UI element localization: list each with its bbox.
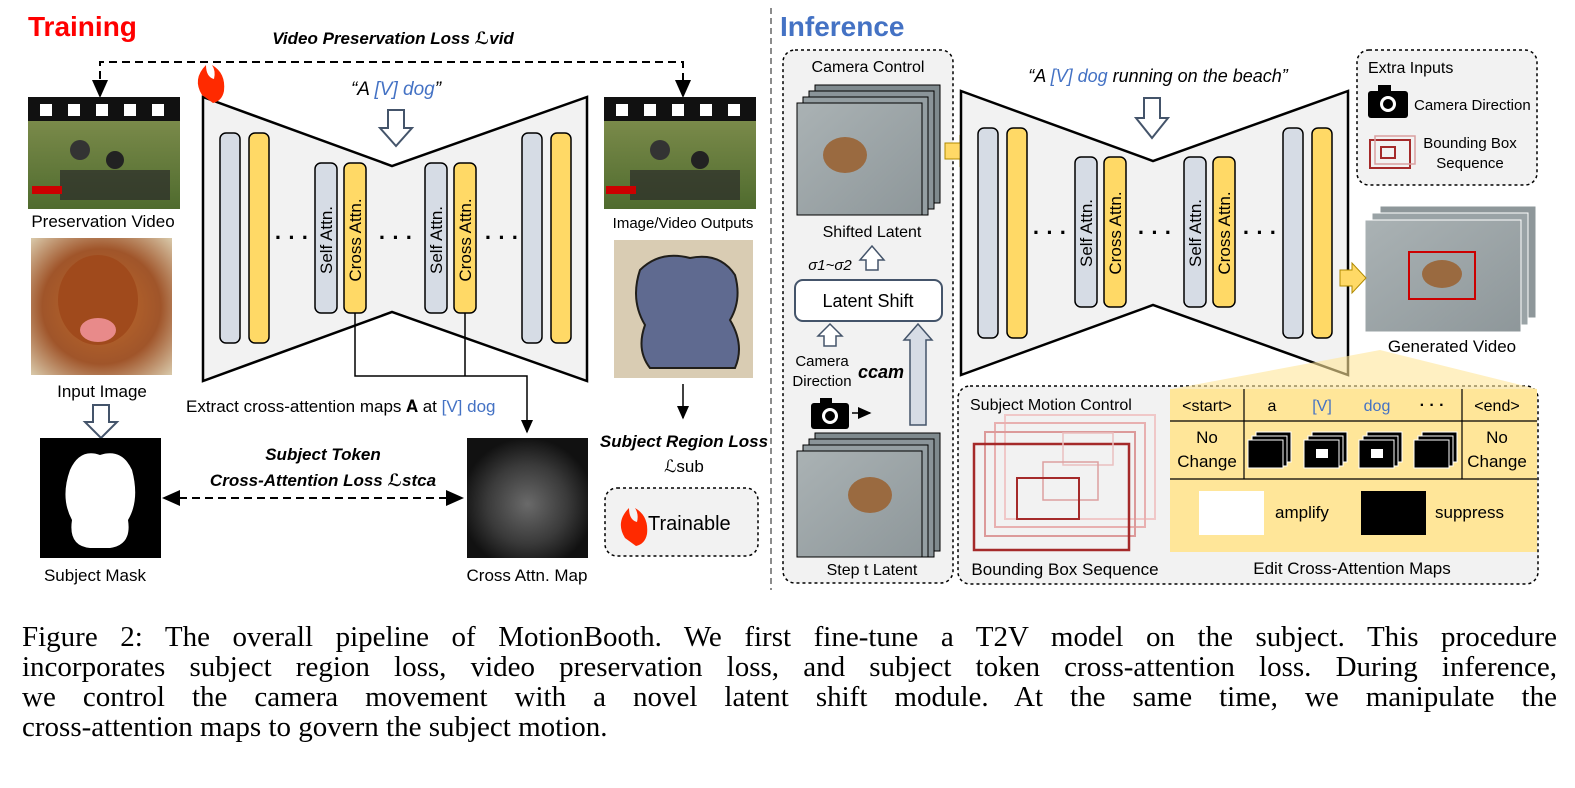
- output-arrow-icon: [1339, 261, 1367, 295]
- caption-line-3: we control the camera movement with a no…: [22, 681, 1557, 713]
- token-a: a: [1268, 398, 1277, 415]
- subject-mask-label: Subject Mask: [44, 566, 147, 585]
- svg-text:· · ·: · · ·: [1033, 220, 1067, 245]
- outputs-label: Image/Video Outputs: [613, 215, 754, 232]
- svg-text:· · ·: · · ·: [1138, 220, 1172, 245]
- caption-line-4: cross-attention maps to govern the subje…: [22, 711, 608, 743]
- inference-prompt-arrow-icon: [1133, 97, 1171, 140]
- input-image-label: Input Image: [57, 382, 147, 401]
- trainable-label: Trainable: [648, 513, 731, 535]
- down-arrow-icon: [82, 404, 120, 440]
- bounding-box-sequence-label: Bounding Box Sequence: [971, 560, 1158, 579]
- zoom-callout: [1172, 350, 1537, 389]
- flame-icon: [197, 65, 225, 103]
- extra-camera-icon: [1368, 85, 1408, 118]
- video-loss-connector: [99, 61, 684, 92]
- svg-text:Self Attn.: Self Attn.: [317, 206, 336, 274]
- edit-maps-label: Edit Cross-Attention Maps: [1253, 559, 1450, 578]
- figure-caption: Figure 2: The overall pipeline of Motion…: [22, 622, 1557, 742]
- sigma-label: σ1~σ2: [808, 257, 852, 274]
- generated-video-label: Generated Video: [1388, 337, 1516, 356]
- sub-loss-symbol: ℒsub: [664, 457, 704, 476]
- shifted-latent-stack: [796, 84, 941, 216]
- amplify-label: amplify: [1275, 503, 1329, 522]
- training-prompt: “A [V] dog”: [351, 79, 443, 100]
- input-image: [31, 238, 172, 375]
- token-end: <end>: [1474, 398, 1519, 415]
- svg-text:· · ·: · · ·: [1243, 220, 1277, 245]
- svg-text:· · ·: · · ·: [275, 225, 309, 250]
- camera-control-label: Camera Control: [812, 59, 925, 76]
- token-ellipsis: · · ·: [1420, 397, 1445, 414]
- svg-text:· · ·: · · ·: [485, 225, 519, 250]
- caption-line-2: incorporates subject region loss, video …: [22, 651, 1557, 683]
- token-v: [V]: [1312, 398, 1332, 415]
- pipeline-diagram: Training Video Preservation Loss ℒvid Pr…: [28, 8, 1539, 590]
- stca-label-1: Subject Token: [265, 445, 381, 464]
- svg-text:Cross Attn.: Cross Attn.: [456, 198, 475, 281]
- prompt-down-arrow-icon: [377, 109, 415, 148]
- image-video-outputs: [604, 97, 756, 209]
- camera-up-arrow-icon: [816, 322, 844, 347]
- preservation-video-label: Preservation Video: [31, 212, 174, 231]
- latent-up-arrow-icon: [902, 322, 934, 426]
- inference-unet: · · · Self Attn. Cross Attn. · · · Self …: [959, 89, 1350, 377]
- extra-inputs-label: Extra Inputs: [1368, 60, 1453, 77]
- extra-bbox-label-2: Sequence: [1436, 155, 1504, 172]
- bounding-box-sequence: [972, 414, 1156, 552]
- cross-attn-map-label: Cross Attn. Map: [467, 566, 588, 585]
- training-unet: · · · Self Attn. Cross Attn. · · · Self …: [197, 65, 589, 383]
- extra-inputs-panel: [1356, 49, 1538, 186]
- inference-prompt: “A [V] dog running on the beach”: [1028, 66, 1289, 86]
- token-start: <start>: [1182, 398, 1232, 415]
- stca-label-2: Cross-Attention Loss ℒstca: [210, 471, 436, 490]
- suppress-swatch: [1361, 491, 1426, 535]
- latent-shift-module: [794, 279, 943, 322]
- camera-icon: [811, 398, 849, 429]
- extract-label: Extract cross-attention maps 𝐀 at [V] do…: [186, 397, 496, 416]
- caption-line-1: Figure 2: The overall pipeline of Motion…: [22, 621, 1557, 653]
- video-preservation-loss-label: Video Preservation Loss ℒvid: [272, 29, 514, 48]
- subject-mask: [40, 438, 161, 558]
- svg-text:Cross Attn.: Cross Attn.: [1215, 191, 1234, 274]
- bounding-box-icon: [1369, 135, 1416, 169]
- output-dog-image: [614, 240, 753, 378]
- svg-text:Cross Attn.: Cross Attn.: [346, 198, 365, 281]
- up-arrow-icon: [858, 244, 886, 271]
- cross-attn-map: [467, 438, 588, 558]
- preservation-video: [28, 97, 180, 209]
- svg-text:Cross Attn.: Cross Attn.: [1106, 191, 1125, 274]
- extra-bbox-label-1: Bounding Box: [1423, 135, 1517, 152]
- subject-motion-label: Subject Motion Control: [970, 397, 1132, 414]
- latent-shift-label: Latent Shift: [822, 291, 913, 311]
- suppress-label: suppress: [1435, 503, 1504, 522]
- svg-text:Self Attn.: Self Attn.: [1077, 199, 1096, 267]
- attention-map-stacks: [1247, 431, 1458, 469]
- shifted-latent-label: Shifted Latent: [823, 224, 922, 241]
- trainable-flame-icon: [620, 508, 648, 546]
- svg-text:Self Attn.: Self Attn.: [1186, 199, 1205, 267]
- step-latent-stack: [796, 432, 941, 558]
- subject-region-loss-label: Subject Region Loss: [600, 432, 768, 451]
- c-cam-label: ccam: [858, 362, 904, 382]
- step-latent-label: Step t Latent: [827, 562, 918, 579]
- amplify-swatch: [1199, 491, 1264, 535]
- svg-text:Self Attn.: Self Attn.: [427, 206, 446, 274]
- inference-title: Inference: [780, 11, 905, 42]
- training-title: Training: [28, 11, 137, 42]
- extra-camera-label: Camera Direction: [1414, 97, 1531, 114]
- generated-video-stack: [1364, 205, 1537, 333]
- token-dog: dog: [1364, 398, 1391, 415]
- svg-text:· · ·: · · ·: [379, 225, 413, 250]
